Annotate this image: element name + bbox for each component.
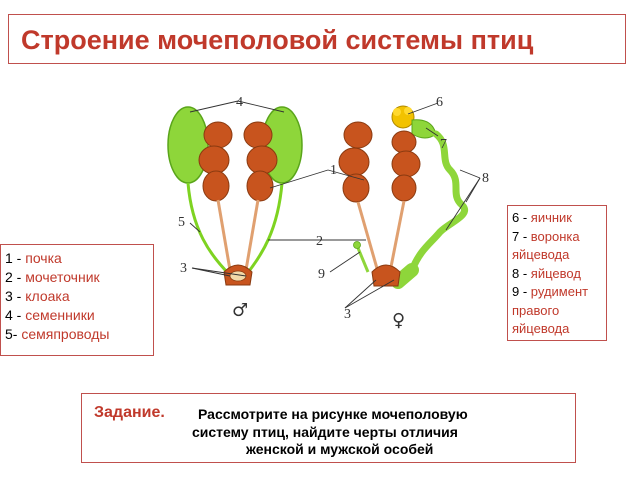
task-text-line3: женской и мужской особей [246,441,434,457]
male-system [167,106,303,286]
label-2: 2 [316,234,323,249]
female-cloaca [371,264,401,287]
label-1: 1 [330,163,337,178]
female-left-kidney [338,121,373,203]
female-system [338,105,468,289]
task-text-line2: систему птиц, найдите черты отличия [192,424,458,440]
left-testis [167,106,209,184]
legend-item: 8 - яйцевод [512,265,581,281]
legend-item: 7 - воронка [512,228,580,244]
rudiment-oviduct [356,247,370,273]
legend-item: 3 - клоака [5,288,70,304]
legend-item: яйцевода [512,247,570,262]
legend-item: правого [512,302,560,318]
legend-item: 4 - семенники [5,307,95,323]
legend-item: яйцевода [512,321,570,336]
legend-item: 1 - почка [5,250,62,266]
female-ureter-left [356,201,380,273]
task-text-line1: Рассмотрите на рисунке мочеполовую [198,406,468,422]
male-ureter-right [244,199,260,271]
legend-item: 2 - мочеточник [5,269,100,285]
legend-item: 6 - яичник [512,210,572,225]
label-9: 9 [318,267,325,282]
female-right-kidney [391,130,421,202]
oviduct [408,130,468,274]
label-3-male: 3 [180,261,187,276]
male-vas-right [244,182,284,276]
legend-female: 6 - яичник 7 - воронка яйцевода 8 - яйце… [507,205,607,341]
urogenital-figure: 4 6 7 8 1 5 2 3 9 3 ♂ ♀ [167,95,489,330]
female-symbol: ♀ [392,310,405,330]
infundibulum [411,119,437,139]
legend-item: 9 - рудимент [512,284,589,299]
label-8: 8 [482,171,489,186]
label-5: 5 [178,215,185,230]
male-left-kidney [198,121,233,202]
label-3-female: 3 [344,307,351,322]
task-box: Задание. Рассмотрите на рисунке мочеполо… [81,393,576,463]
task-label: Задание. [94,404,165,421]
male-right-kidney [243,121,278,202]
legend-male: 1 - почка 2 - мочеточник 3 - клоака 4 - … [0,244,154,356]
label-4: 4 [236,95,243,110]
female-ureter-right [388,200,406,273]
male-symbol: ♂ [232,300,248,321]
label-6: 6 [436,95,443,110]
male-ureter-left [216,199,232,271]
label-7: 7 [440,137,447,152]
legend-item: 5- семяпроводы [5,326,110,342]
title-box: Строение мочеполовой системы птиц [8,14,626,64]
male-vas-left [186,182,232,277]
page-title: Строение мочеполовой системы птиц [21,25,534,55]
